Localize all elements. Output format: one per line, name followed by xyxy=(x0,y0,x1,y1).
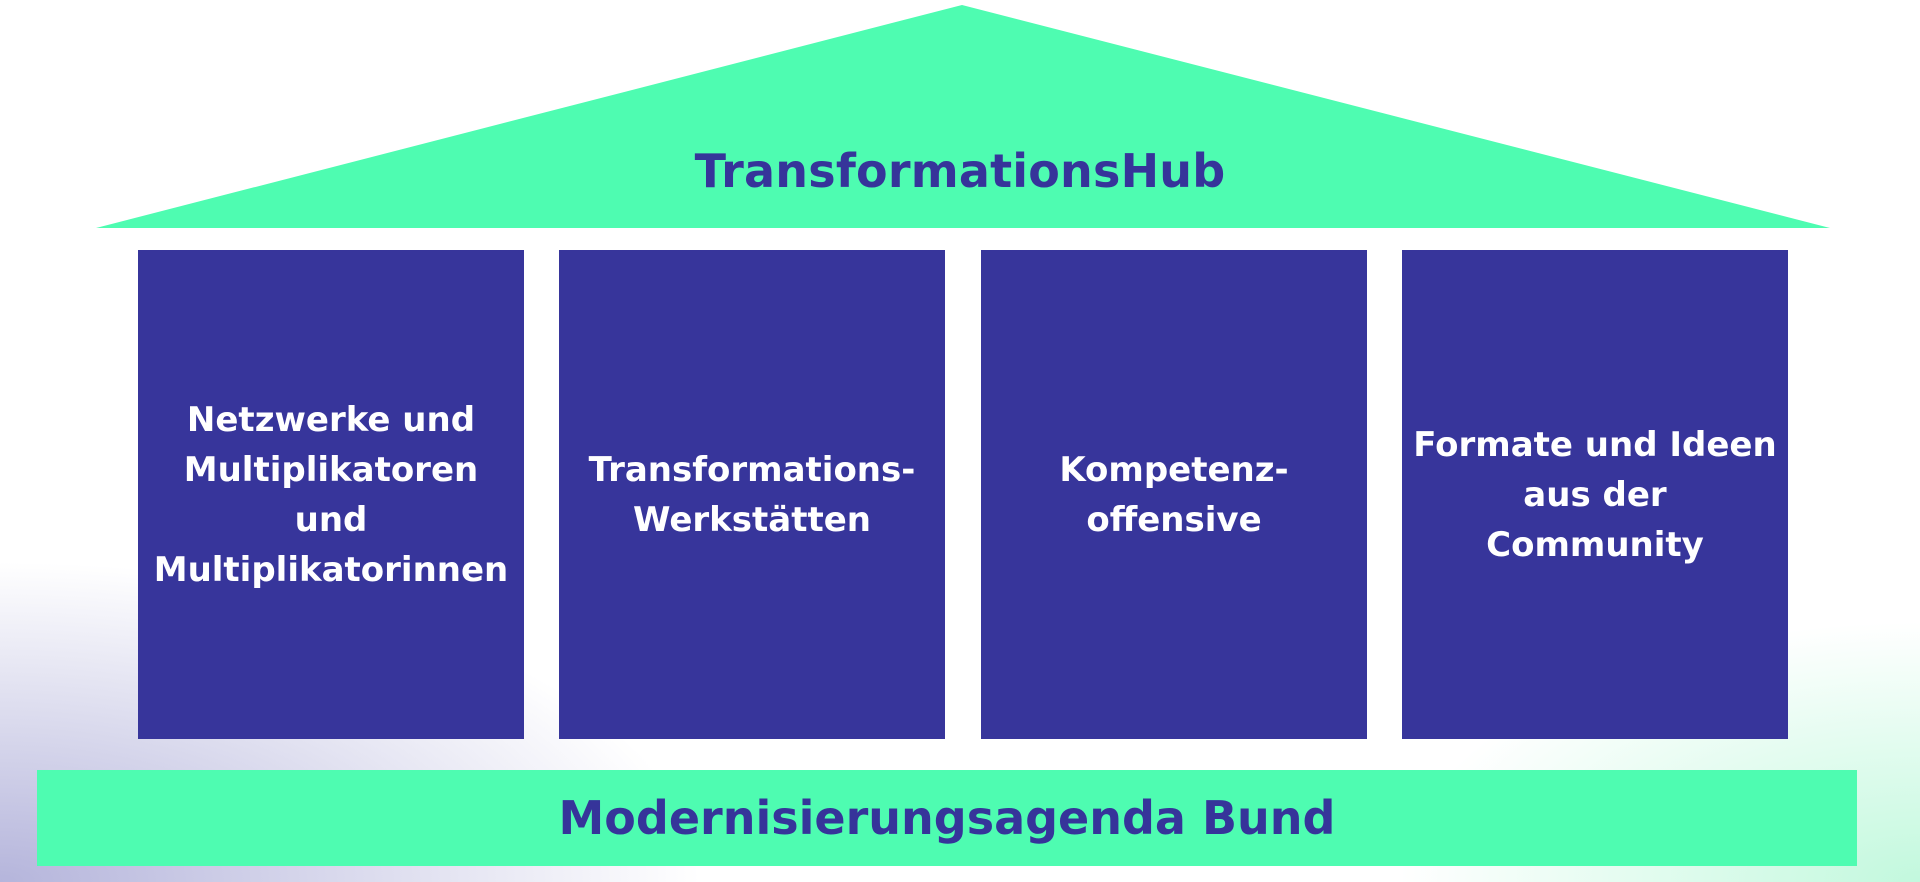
roof-shape xyxy=(96,5,1830,228)
pillar-label: Transformations- Werkstätten xyxy=(588,449,916,540)
foundation-title: Modernisierungsagenda Bund xyxy=(558,791,1336,845)
roof-triangle xyxy=(96,5,1830,228)
foundation: Modernisierungsagenda Bund xyxy=(37,770,1857,866)
pillar-workshops: Transformations- Werkstätten xyxy=(559,250,945,739)
roof-title: TransformationsHub xyxy=(694,144,1226,198)
pillar-networks: Netzwerke und Multiplikatoren und Multip… xyxy=(138,250,524,739)
pillar-label: Formate und Ideen aus der Community xyxy=(1413,424,1777,565)
pillar-community: Formate und Ideen aus der Community xyxy=(1402,250,1788,739)
pillar-label: Netzwerke und Multiplikatoren und Multip… xyxy=(153,399,509,590)
pillar-label: Kompetenz- offensive xyxy=(1059,449,1289,540)
roof: TransformationsHub xyxy=(0,0,1920,232)
pillar-competence: Kompetenz- offensive xyxy=(981,250,1367,739)
